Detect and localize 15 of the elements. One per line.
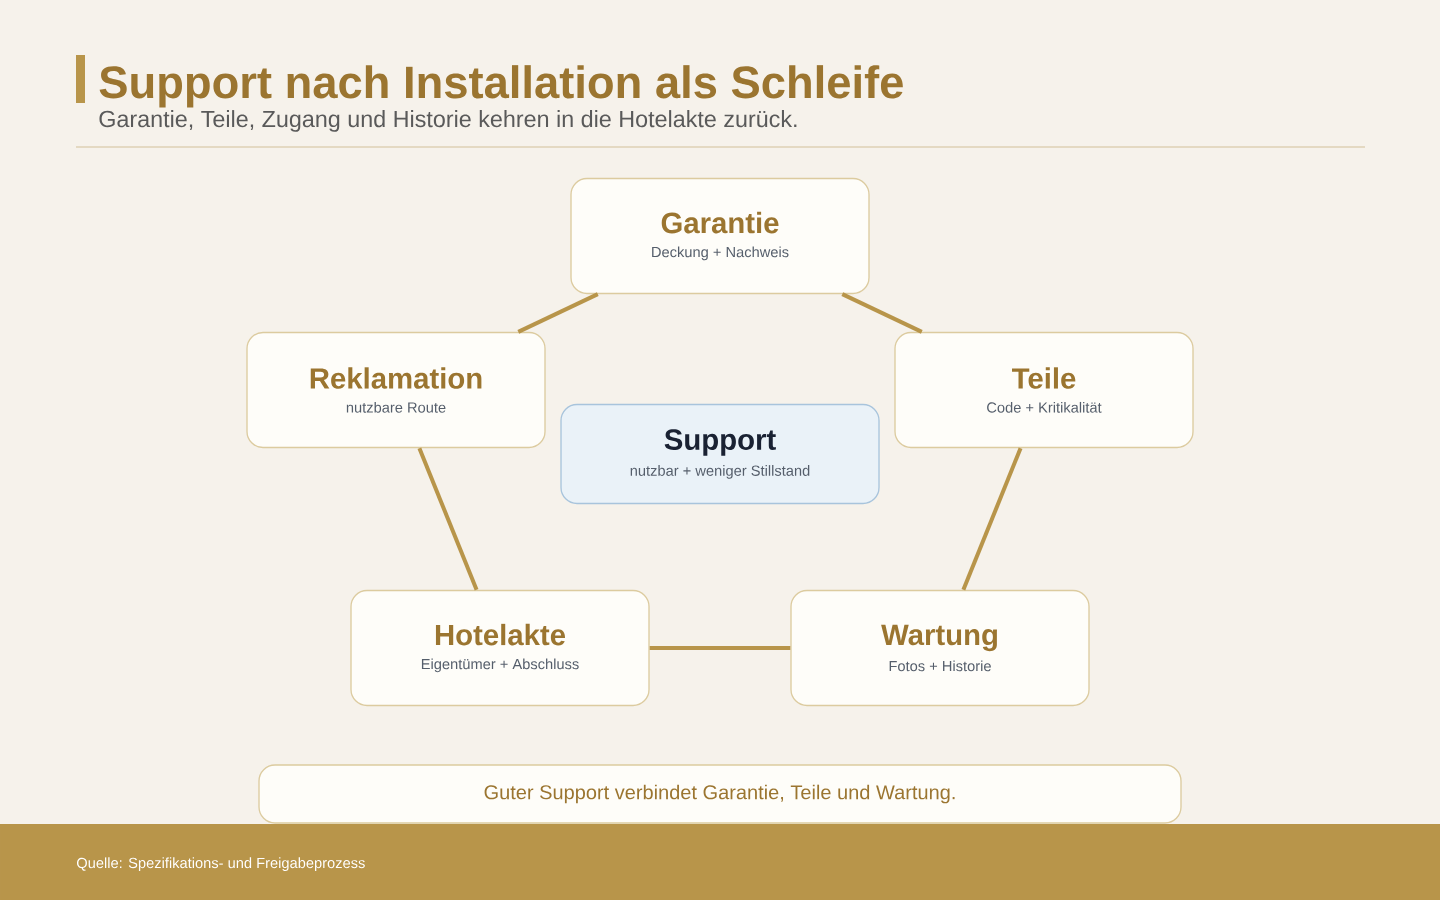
process-box: Hotelakte Eigentümer + Abschluss [350, 589, 650, 707]
connector-line [417, 447, 479, 591]
connector-line [961, 447, 1023, 591]
process-box: Garantie Deckung + Nachweis [570, 177, 870, 295]
title: Support nach Installation als Schleife [99, 65, 903, 108]
process-box: Wartung Fotos + Historie [790, 589, 1090, 707]
source-note: Quelle: Spezifikations- und Freigabeprozess [76, 857, 365, 872]
connector-line [649, 646, 791, 650]
subtitle: Garantie, Teile, Zugang und Historie kehren in die Hotelakte zurück. [99, 110, 797, 132]
process-box: Reklamation nutzbare Route [246, 331, 546, 449]
connector-line [517, 292, 599, 334]
process-box: Teile Code + Kritikalität [894, 331, 1194, 449]
connector-line [841, 292, 923, 334]
summary-box: Guter Support verbindet Garantie, Teile und Wartung. [258, 764, 1182, 824]
center-box: Support nutzbar + weniger Stillstand [560, 403, 880, 505]
